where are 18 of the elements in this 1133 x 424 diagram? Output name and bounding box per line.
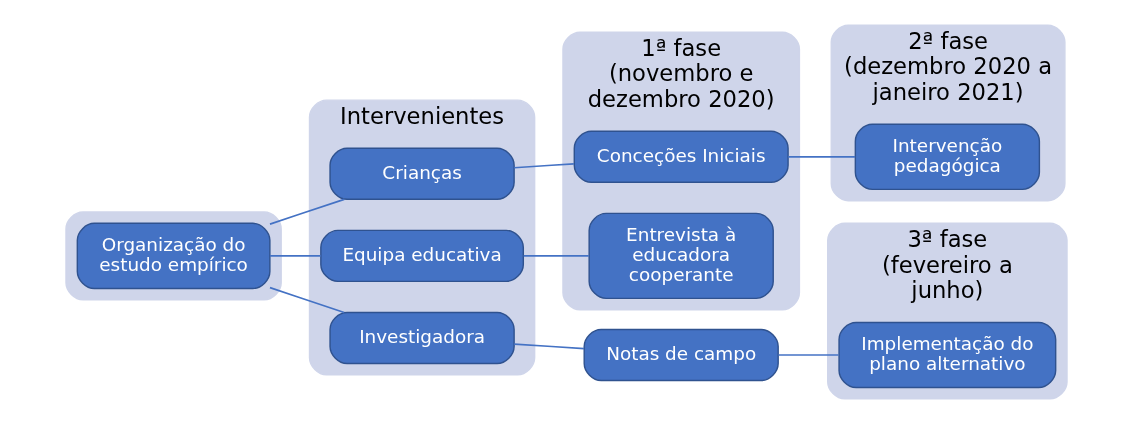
- connector: [522, 255, 590, 257]
- connector: [513, 162, 575, 169]
- node-box: Organização do estudo empírico: [76, 222, 271, 290]
- connector: [269, 198, 346, 225]
- connector: [777, 354, 840, 356]
- cluster: [65, 211, 282, 301]
- node-box: Intervenção pedagógica: [854, 123, 1041, 191]
- connector: [269, 286, 346, 314]
- connector: [269, 255, 322, 257]
- node-box: Notas de campo: [583, 328, 779, 382]
- node-box: Conceções Iniciais: [573, 130, 789, 183]
- node-box: Equipa educativa: [320, 229, 525, 283]
- node-box: Investigadora: [329, 311, 515, 365]
- connector: [513, 343, 585, 350]
- node-box: Entrevista à educadora cooperante: [588, 212, 774, 300]
- node-box: Crianças: [329, 147, 515, 200]
- connector: [787, 155, 856, 158]
- node-box: Implementação do plano alternativo: [838, 321, 1057, 389]
